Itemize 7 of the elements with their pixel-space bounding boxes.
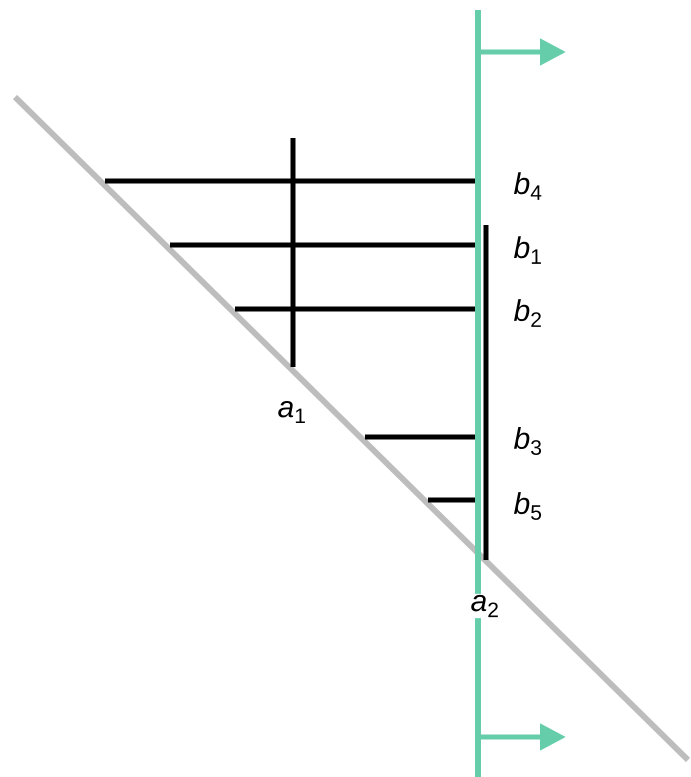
point-label: a$_{1}$ — [278, 401, 305, 424]
point-label: b$_{3}$ — [514, 427, 541, 456]
point-label: b$_{2}$ — [514, 299, 541, 327]
point-label: b$_{4}$ — [514, 172, 542, 200]
point-label: b$_{5}$ — [514, 492, 542, 520]
point-label: b$_{1}$ — [514, 236, 541, 264]
point-label: a$_{2}$ — [470, 594, 500, 618]
